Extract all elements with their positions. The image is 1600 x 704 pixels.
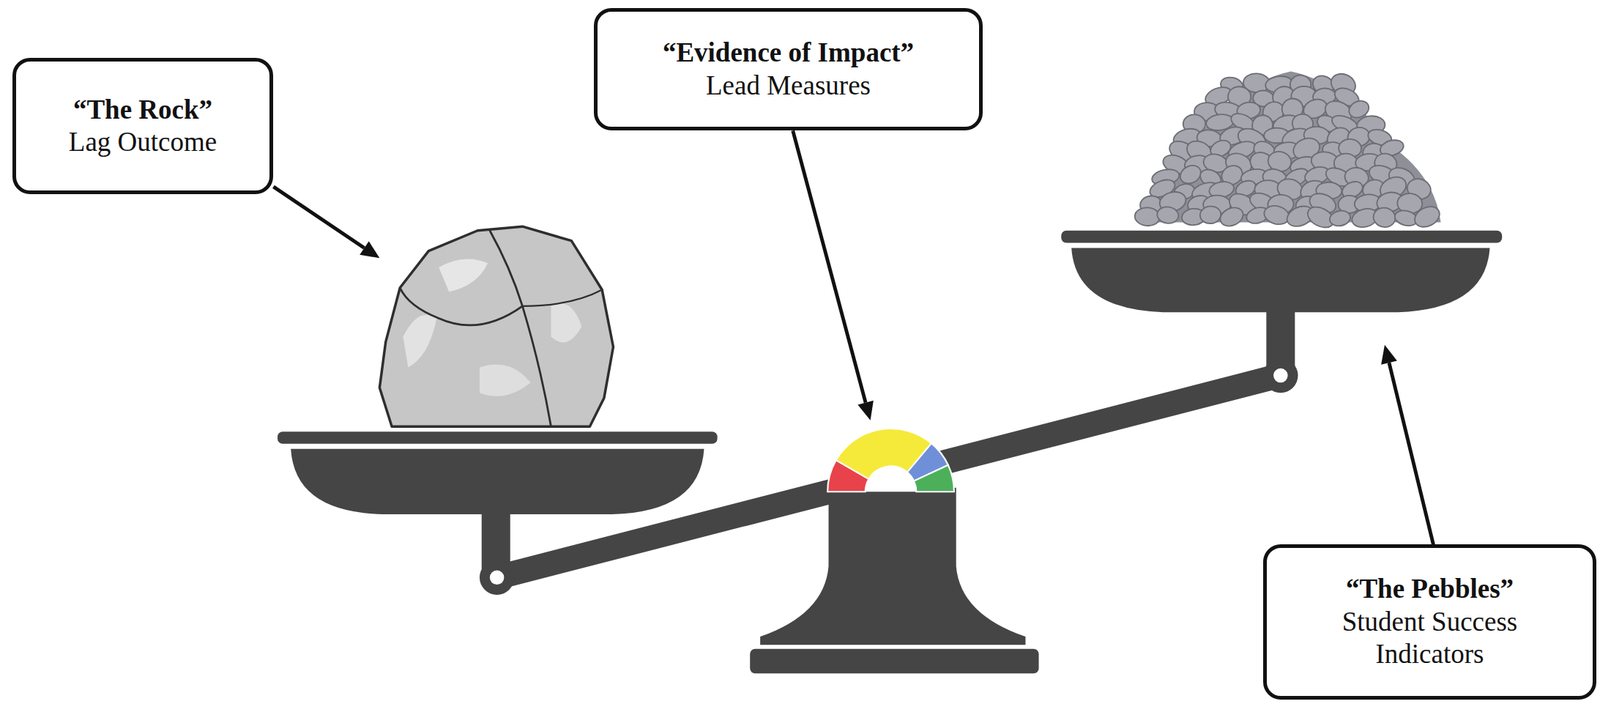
callout-heading: “The Rock” — [73, 93, 213, 126]
right-pan-bowl — [1071, 247, 1490, 312]
pebble — [1198, 205, 1222, 225]
pebble-heap — [1145, 71, 1442, 222]
callout-heading: “Evidence of Impact” — [662, 36, 914, 69]
right-joint-pin — [1273, 368, 1289, 383]
callout-text: Lead Measures — [705, 69, 871, 102]
callout-arrow — [1389, 362, 1434, 546]
rock-highlight — [402, 314, 437, 368]
pebble — [1217, 204, 1246, 230]
rock-crack — [489, 230, 552, 427]
left-pan-plate — [277, 431, 718, 444]
callout-box: “The Rock”Lag Outcome — [12, 57, 274, 195]
left-pan-bowl — [290, 448, 704, 515]
callout-heading: “The Pebbles” — [1345, 572, 1514, 605]
callout-arrow — [793, 130, 866, 403]
pebble — [1262, 202, 1292, 228]
pebble — [1328, 208, 1352, 228]
rock-highlight — [438, 259, 488, 293]
right-pan-plate — [1061, 230, 1502, 244]
arrow-head — [1381, 344, 1398, 365]
rock-crack — [399, 287, 523, 326]
gauge-hub — [865, 465, 917, 492]
right-joint — [1263, 358, 1298, 393]
callout-text: Student Success Indicators — [1309, 605, 1551, 671]
pebble — [1156, 205, 1180, 225]
callout-text: Lag Outcome — [68, 125, 217, 159]
pebbles — [1134, 70, 1444, 233]
rock-highlight — [550, 303, 582, 342]
left-joint-pin — [489, 570, 505, 585]
arrow-head — [359, 240, 380, 258]
callout-arrow — [273, 186, 364, 249]
arrow-head — [857, 400, 873, 421]
scale-pedestal — [760, 487, 1026, 645]
rock-highlight — [479, 363, 531, 396]
gauge — [827, 428, 955, 492]
pebble — [1371, 205, 1397, 230]
rock-crack — [522, 289, 602, 307]
pebble — [1134, 206, 1161, 227]
rock — [379, 226, 613, 427]
scale-base — [749, 648, 1039, 673]
left-joint — [479, 560, 515, 595]
pebble — [1411, 202, 1443, 232]
gauge-segment — [913, 464, 955, 492]
callout-box: “The Pebbles”Student Success Indicators — [1263, 544, 1597, 700]
callout-box: “Evidence of Impact”Lead Measures — [593, 8, 983, 131]
